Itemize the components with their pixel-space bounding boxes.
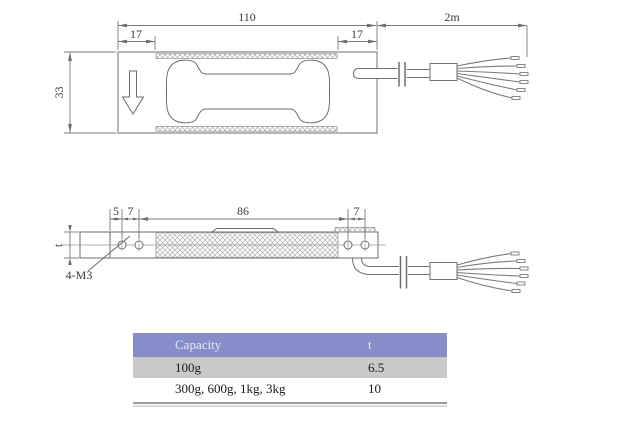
dim-hole-pitch-right-label: 7 xyxy=(354,204,360,218)
dim-hole-pitch-left-label: 7 xyxy=(128,204,134,218)
dim-beam-length-label: 86 xyxy=(237,204,249,218)
center-bump xyxy=(210,228,280,233)
bone-cutout xyxy=(166,59,330,124)
top-view-dimensions xyxy=(64,21,528,134)
table-header-row: Capacity t xyxy=(133,333,447,357)
table-row: 100g 6.5 xyxy=(133,357,447,378)
capacity-cell: 100g xyxy=(175,359,201,375)
right-cap-strip xyxy=(334,227,376,233)
thread-leader-line xyxy=(87,235,131,272)
dim-hole-offset-label: 5 xyxy=(113,204,119,218)
dim-length-label: 110 xyxy=(238,10,256,24)
dim-cable-length-label: 2m xyxy=(444,10,460,24)
side-wire-bundle xyxy=(456,251,529,293)
t-value-cell: 6.5 xyxy=(368,359,385,375)
top-view: 110 17 17 2m 33 xyxy=(52,10,529,134)
dim-right-end-label: 17 xyxy=(351,27,363,41)
side-view-dimensions xyxy=(64,209,366,265)
dim-thickness-label: t xyxy=(51,243,65,247)
cable-stub xyxy=(352,68,398,79)
table-row: 300g, 600g, 1kg, 3kg 10 xyxy=(133,378,447,399)
table-bottom-rule xyxy=(133,402,447,407)
wire-bundle xyxy=(456,56,529,100)
header-t: t xyxy=(368,333,447,357)
load-direction-arrow-icon xyxy=(121,70,145,115)
header-capacity: Capacity xyxy=(133,333,368,357)
t-value-cell: 10 xyxy=(368,380,381,396)
capacity-cell: 300g, 600g, 1kg, 3kg xyxy=(175,380,286,396)
dim-left-end-label: 17 xyxy=(130,27,142,41)
side-cable xyxy=(352,256,458,289)
dim-width-label: 33 xyxy=(52,87,66,99)
mounting-holes xyxy=(117,239,370,251)
dimension-arrowheads xyxy=(68,23,527,133)
side-view: 4-M3 xyxy=(51,204,529,293)
spec-table-container: Capacity t 100g 6.5 300g, 600g, 1kg, 3kg… xyxy=(133,333,447,407)
thread-label: 4-M3 xyxy=(66,268,93,282)
load-cell-technical-drawing: 110 17 17 2m 33 xyxy=(51,10,529,293)
dimension-arrowheads xyxy=(68,217,365,265)
cable-sleeve xyxy=(429,63,458,81)
spec-table: Capacity t 100g 6.5 300g, 600g, 1kg, 3kg… xyxy=(133,333,447,399)
bottom-edge-strip xyxy=(155,126,338,132)
top-edge-strip xyxy=(155,53,338,59)
